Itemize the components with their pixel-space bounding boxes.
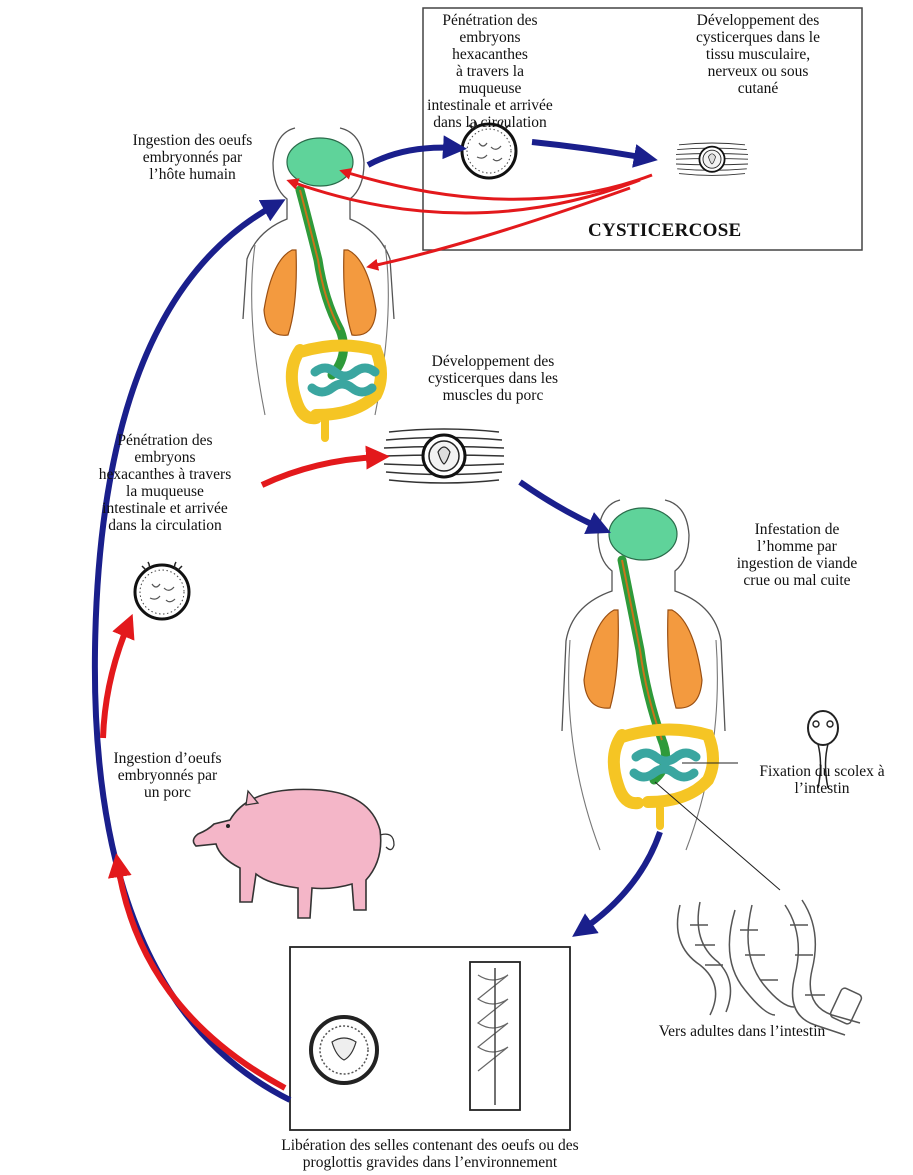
label-ingestion-pig: Ingestion d’oeufs embryonnés par un porc [75,750,260,801]
small-intestine-shape [312,368,375,392]
label-development-top: Développement des cysticerques dans le t… [658,12,858,97]
tapeworm-icon [678,900,863,1035]
arrow-blue-to-human-bottom [520,482,600,528]
label-liberation: Libération des selles contenant des oeuf… [190,1137,670,1171]
label-fixation: Fixation du scolex à l’intestin [732,763,912,797]
arrow-blue-to-cyst-top [532,142,646,158]
proglottid-icon [470,962,520,1110]
brain-icon [287,138,353,186]
arrow-blue-to-stool [582,832,660,930]
arrow-red-to-pig-muscle [262,457,378,485]
label-infestation: Infestation de l’homme par ingestion de … [712,521,882,589]
label-adult-worms: Vers adultes dans l’intestin [592,1023,892,1040]
label-development-pig: Développement des cysticerques dans les … [393,353,593,404]
label-penetration-top: Pénétration des embryons hexacanthes à t… [425,12,555,131]
brain-icon [609,508,677,560]
small-intestine-shape [634,753,696,777]
cysticercus-icon [676,143,748,175]
pig-icon [193,789,394,918]
egg-icon [135,562,189,619]
arrow-red-to-egg [103,625,128,738]
label-cysticercose: CYSTICERCOSE [588,220,742,242]
arrow-blue-to-human [95,205,290,1100]
egg-icon [311,1017,377,1083]
arrow-red-to-pig [118,865,285,1088]
label-ingestion-human: Ingestion des oeufs embryonnés par l’hôt… [105,132,280,183]
cysticercus-icon [384,429,504,483]
arrow-blue-to-egg-top [368,148,455,165]
label-penetration-left: Pénétration des embryons hexacanthes à t… [75,432,255,534]
